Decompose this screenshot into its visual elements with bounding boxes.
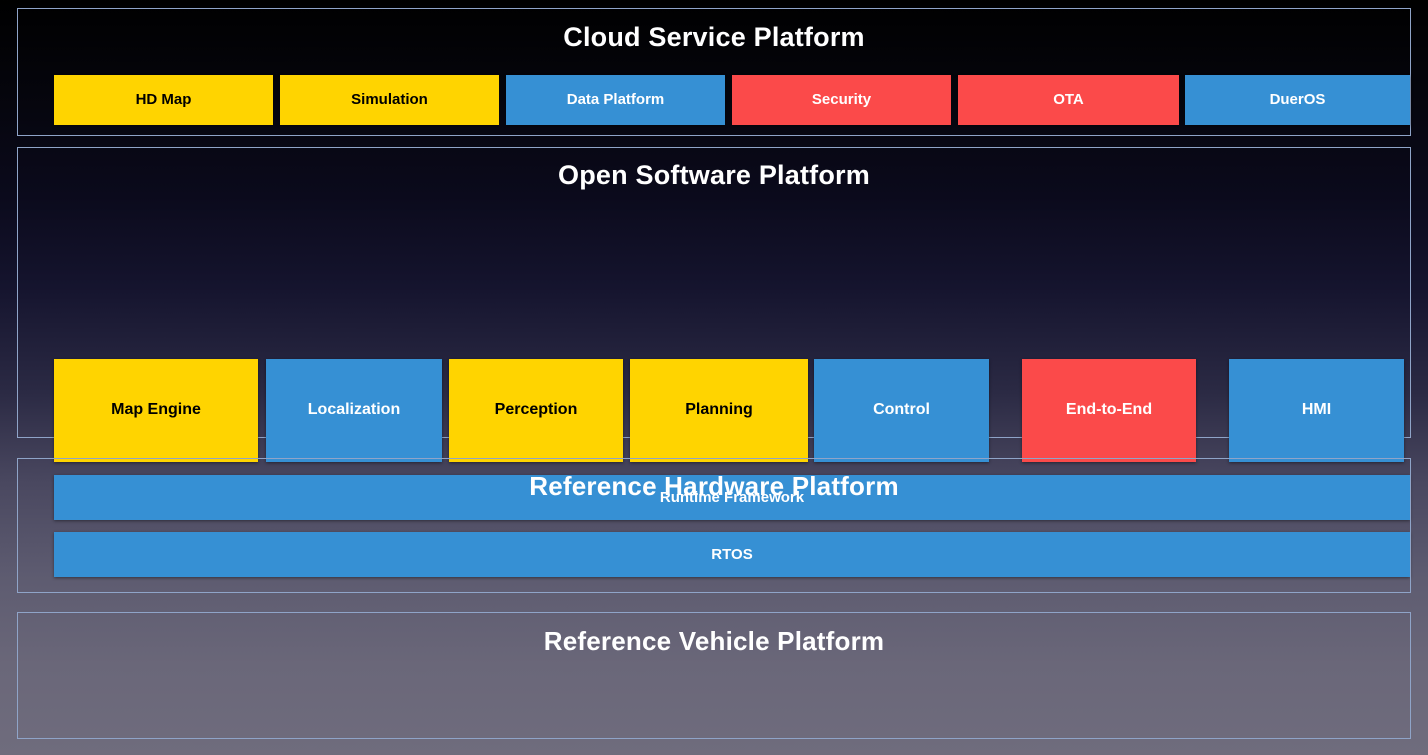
cloud-block-simulation[interactable]: Simulation	[280, 75, 499, 125]
software-module-perception[interactable]: Perception	[449, 359, 623, 462]
software-module-localization[interactable]: Localization	[266, 359, 442, 462]
open-software-platform-title: Open Software Platform	[558, 160, 870, 190]
cloud-block-dueros[interactable]: DuerOS	[1185, 75, 1410, 125]
cloud-block-security[interactable]: Security	[732, 75, 951, 125]
cloud-service-platform-title: Cloud Service Platform	[563, 22, 865, 52]
cloud-block-data-platform[interactable]: Data Platform	[506, 75, 725, 125]
layer-panel-open-software-platform: Open Software Platform Runtime Framework…	[17, 147, 1411, 577]
software-module-end-to-end[interactable]: End-to-End	[1022, 359, 1196, 462]
layer-panel-reference-hardware-platform: Reference Hardware Platform Computing Un…	[17, 458, 1411, 593]
reference-vehicle-platform-title: Reference Vehicle Platform	[543, 626, 885, 656]
software-module-map-engine[interactable]: Map Engine	[54, 359, 258, 462]
cloud-block-hd-map[interactable]: HD Map	[54, 75, 273, 125]
software-module-control[interactable]: Control	[814, 359, 989, 462]
software-bar-rtos[interactable]: RTOS	[54, 532, 1410, 577]
software-bar-runtime-framework[interactable]: Runtime Framework	[54, 475, 1410, 520]
layer-panel-reference-vehicle-platform: Reference Vehicle Platform Drive-by-wire…	[17, 612, 1411, 739]
cloud-block-ota[interactable]: OTA	[958, 75, 1179, 125]
software-module-hmi[interactable]: HMI	[1229, 359, 1404, 462]
reference-hardware-platform-title: Reference Hardware Platform	[529, 471, 899, 501]
software-module-planning[interactable]: Planning	[630, 359, 808, 462]
